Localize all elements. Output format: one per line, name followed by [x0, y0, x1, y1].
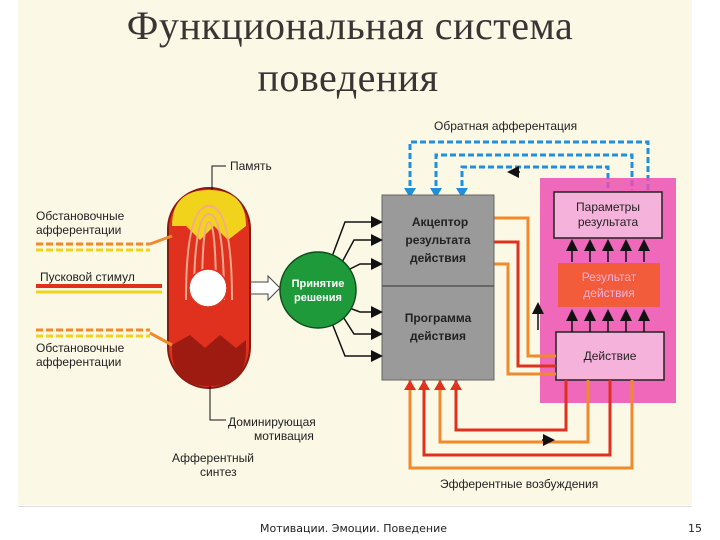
action-result-label-2: действия: [583, 286, 634, 300]
feedback-arrowheads: [404, 188, 468, 198]
situational-afferentation-top-label-2: афферентации: [36, 223, 121, 237]
situational-afferentation-top-label-1: Обстановочные: [36, 209, 125, 223]
slide-title-line-1: Функциональная система: [126, 3, 574, 48]
result-up-arrows: [566, 239, 650, 332]
afferent-synthesis-label-1: Афферентный: [172, 451, 254, 465]
situational-afferentation-bottom-label-2: афферентации: [36, 355, 121, 369]
feedback-loop-middle: [434, 153, 634, 195]
efferent-loops: [408, 378, 634, 470]
feedback-afferentation-label: Обратная афферентация: [434, 119, 577, 133]
efferent-excitation-label: Эфферентные возбуждения: [440, 477, 598, 491]
result-parameters-label-1: Параметры: [576, 200, 640, 214]
result-parameters-box: [553, 191, 663, 239]
result-parameters-label-2: результата: [578, 215, 639, 229]
trigger-stimulus-label: Пусковой стимул: [40, 270, 135, 284]
action-result-label-1: Результат: [582, 270, 637, 284]
action-to-acceptor-loops: [494, 216, 556, 376]
dominant-motivation-label-1: Доминирующая: [228, 415, 316, 429]
program-label-1: Программа: [405, 311, 472, 325]
afferent-synthesis-capsule: [167, 187, 251, 389]
motivation-region: [172, 335, 246, 386]
situational-input-bottom: [36, 328, 173, 347]
action-label: Действие: [584, 349, 637, 363]
situational-afferentation-bottom-label-1: Обстановочные: [36, 341, 125, 355]
feedback-loop-outer: [408, 140, 650, 195]
decision-label-2: решения: [294, 292, 342, 304]
acceptor-label-1: Акцептор: [412, 215, 468, 229]
situational-input-top: [36, 234, 173, 252]
label-leader-lines: [209, 165, 226, 421]
efferent-arrowheads: [404, 380, 462, 390]
footer-divider: [18, 506, 692, 507]
trigger-input: [36, 284, 162, 294]
action-result-box: [558, 263, 660, 307]
footer-caption: Мотивации. Эмоции. Поведение: [260, 522, 447, 535]
slide-title-line-2: поведения: [257, 55, 439, 100]
dominant-motivation-label-2: мотивация: [254, 429, 314, 443]
acceptor-label-2: результата: [405, 233, 471, 247]
afferent-synthesis-label-2: синтез: [200, 465, 237, 479]
page-number: 15: [688, 522, 702, 535]
decision-label-1: Принятие: [292, 278, 345, 290]
acceptor-label-3: действия: [410, 251, 466, 265]
memory-label: Память: [230, 159, 272, 173]
program-label-2: действия: [410, 329, 466, 343]
decision-circle: [279, 251, 357, 329]
synthesis-center: [188, 268, 228, 308]
synthesis-to-decision-arrow: [245, 274, 281, 302]
acceptor-program-block: [381, 194, 495, 381]
